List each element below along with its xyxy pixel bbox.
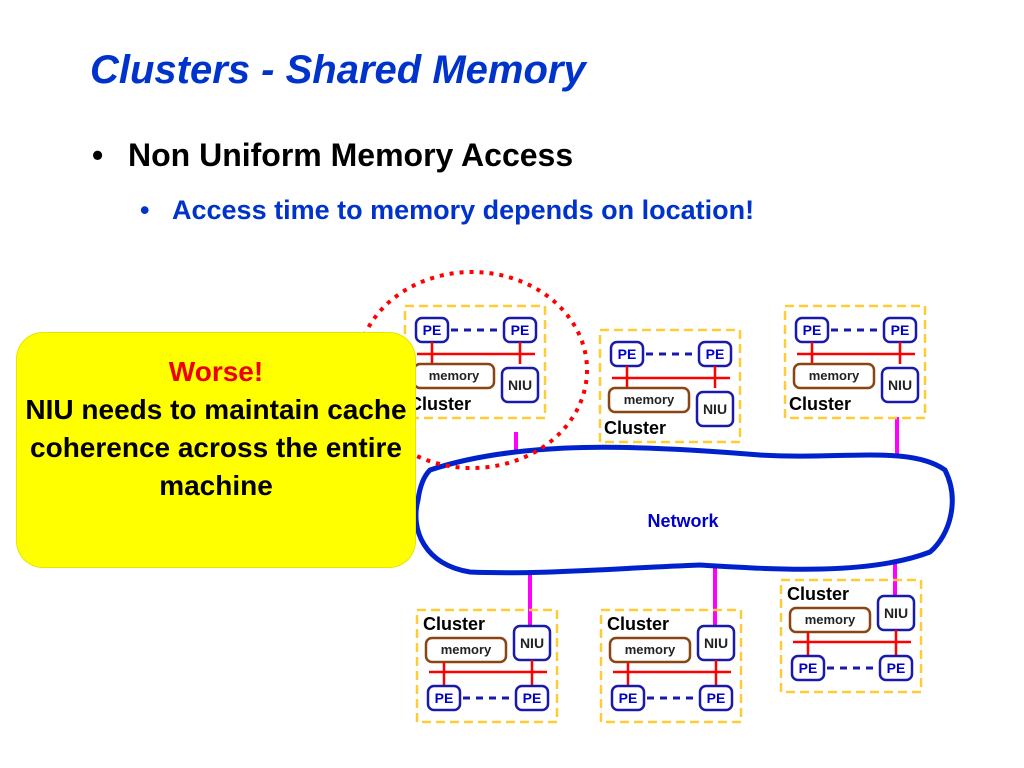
niu-label: NIU [888,377,912,393]
cluster-boundary [598,328,742,444]
niu-label: NIU [520,635,544,651]
callout-box: Worse! NIU needs to maintain cache coher… [17,333,415,567]
cluster-label: Cluster [607,614,669,634]
niu-label: NIU [704,635,728,651]
cluster-boundary [783,304,927,420]
pe-label: PE [887,660,906,676]
pe-box [878,654,914,682]
pe-label: PE [891,322,910,338]
niu-label: NIU [703,401,727,417]
bullet-marker: • [140,195,150,225]
bullet-level-2: • Access time to memory depends on locati… [140,195,754,226]
niu-label: NIU [508,377,532,393]
cluster-label: Cluster [787,584,849,604]
pe-label: PE [523,690,542,706]
cluster: Cluster memory NIU PE PE [415,608,559,724]
niu-box [880,366,920,404]
pe-box [790,654,826,682]
memory-box [608,636,692,664]
cluster-label: Cluster [604,418,666,438]
bullet-marker: • [92,137,104,173]
network-cloud [413,444,955,576]
pe-label: PE [706,346,725,362]
cluster-boundary [599,608,743,724]
cluster-boundary [779,578,923,694]
cluster: Cluster memory NIU PE PE [599,608,743,724]
memory-label: memory [441,642,492,657]
memory-box [607,386,691,414]
pe-box [514,684,550,712]
memory-label: memory [624,392,675,407]
cluster: Cluster memory NIU PE PE [779,578,923,694]
callout-headline: Worse! [168,356,264,387]
memory-box [792,362,876,390]
pe-label: PE [803,322,822,338]
pe-label: PE [511,322,530,338]
pe-box [610,684,646,712]
pe-box [426,684,462,712]
memory-box [788,606,872,634]
pe-label: PE [707,690,726,706]
pe-box [698,684,734,712]
slide-title: Clusters - Shared Memory [90,48,586,92]
niu-label: NIU [884,605,908,621]
memory-label: memory [805,612,856,627]
network-label: Network [647,511,719,531]
bullet-level-2-text: Access time to memory depends on locatio… [172,195,755,225]
pe-label: PE [799,660,818,676]
niu-box [695,390,735,428]
cluster-label: Cluster [423,614,485,634]
niu-box [500,366,540,404]
pe-label: PE [423,322,442,338]
memory-label: memory [809,368,860,383]
memory-label: memory [625,642,676,657]
pe-label: PE [619,690,638,706]
callout-text: NIU needs to maintain cache coherence ac… [25,394,407,501]
cluster-label: Cluster [789,394,851,414]
bullet-level-1: • Non Uniform Memory Access [92,137,573,174]
cluster-boundary [415,608,559,724]
memory-box [424,636,508,664]
bullet-level-1-text: Non Uniform Memory Access [128,137,574,173]
highlight-circle [355,270,589,470]
pe-label: PE [618,346,637,362]
cluster-label: Cluster [409,394,471,414]
memory-label: memory [429,368,480,383]
pe-label: PE [435,690,454,706]
